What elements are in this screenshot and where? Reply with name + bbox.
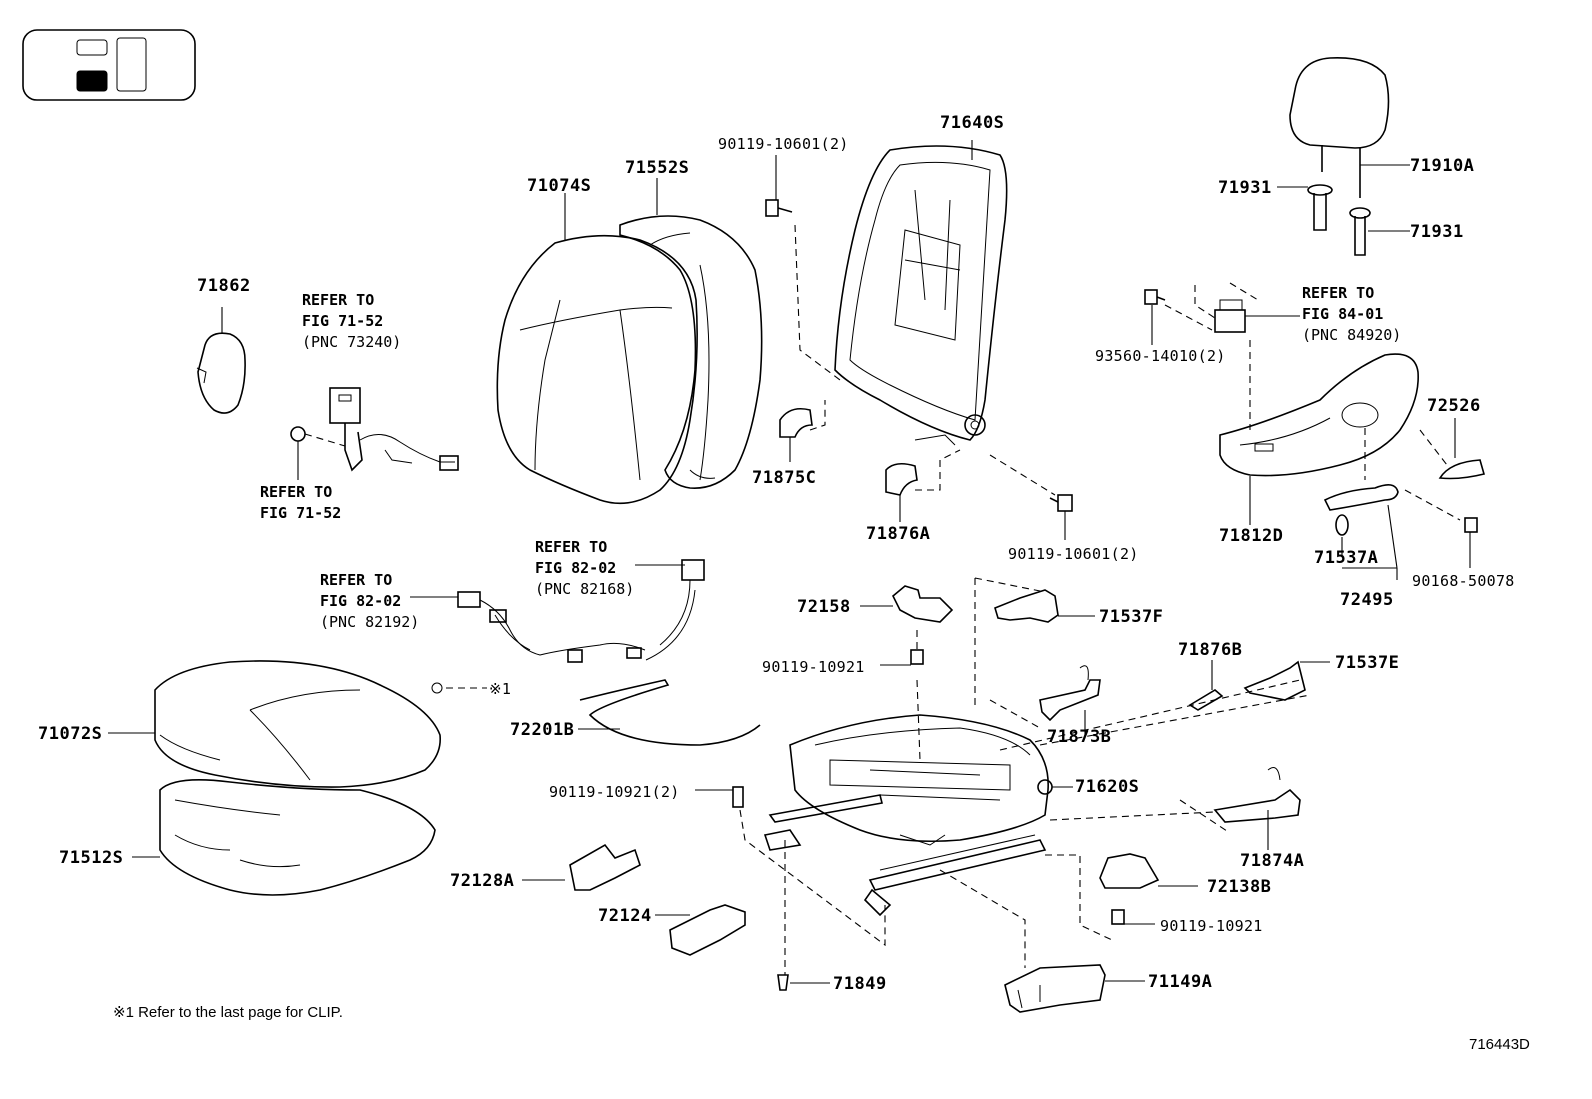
refer-line-3: (PNC 82192) [320, 613, 420, 631]
power-seat-switch-part [1144, 282, 1300, 430]
part-71640S-seatback-frame [834, 140, 1008, 446]
label-90119-10601-top: 90119-10601(2) [718, 135, 849, 153]
label-71072S: 71072S [38, 724, 103, 744]
refer-line-3: (PNC 73240) [302, 333, 402, 351]
label-71873B: 71873B [1047, 727, 1112, 747]
refer-line-1: REFER TO [535, 538, 608, 556]
label-90119-10601-mid: 90119-10601(2) [1008, 545, 1139, 563]
refer-line-3: (PNC 82168) [535, 580, 635, 598]
part-71874A-link [1049, 767, 1301, 850]
label-71931-a: 71931 [1218, 178, 1272, 198]
part-72128A-cover [522, 843, 641, 891]
part-71876B-71537E [999, 660, 1330, 751]
part-71931-headrest-guides [1277, 184, 1410, 256]
label-71149A: 71149A [1148, 972, 1213, 992]
part-72495-lever [1323, 484, 1478, 580]
label-90119-10921-2: 90119-10921(2) [549, 783, 680, 801]
label-71537A: 71537A [1314, 548, 1379, 568]
part-71876A-bracket [885, 449, 961, 522]
part-72526-knob [1419, 418, 1485, 480]
refer-line-2: FIG 84-01 [1302, 305, 1384, 323]
label-71874A: 71874A [1240, 851, 1305, 871]
part-71910A-headrest [1289, 57, 1410, 198]
part-72124-cover [655, 904, 746, 956]
label-72495: 72495 [1340, 590, 1394, 610]
part-71072S-cushion-cover [108, 660, 442, 788]
figure-id: 716443D [1469, 1036, 1530, 1053]
clip-footnote: ※1 Refer to the last page for CLIP. [113, 1004, 343, 1021]
part-71812D-side-shield [1219, 353, 1419, 525]
refer-line-1: REFER TO [320, 571, 393, 589]
refer-line-1: REFER TO [1302, 284, 1375, 302]
label-71074S: 71074S [527, 176, 592, 196]
label-71552S: 71552S [625, 158, 690, 178]
seat-belt-buckle-part [290, 387, 459, 480]
label-90119-10921-b: 90119-10921 [1160, 917, 1263, 935]
label-71537E: 71537E [1335, 653, 1400, 673]
refer-line-2: FIG 82-02 [320, 592, 402, 610]
refer-line-1: REFER TO [302, 291, 375, 309]
refer-line-3: (PNC 84920) [1302, 326, 1402, 344]
part-71552S-seatback-pad [619, 178, 763, 489]
label-72128A: 72128A [450, 871, 515, 891]
part-71512S-cushion-pad [132, 778, 436, 896]
refer-line-1: REFER TO [260, 483, 333, 501]
refer-to-harness-a: REFER TO FIG 82-02 (PNC 82192) [320, 570, 419, 633]
refer-line-2: FIG 82-02 [535, 559, 617, 577]
seat-rails-part [763, 794, 1047, 917]
label-71620S: 71620S [1075, 777, 1140, 797]
label-71910A: 71910A [1410, 156, 1475, 176]
label-71640S: 71640S [940, 113, 1005, 133]
label-71875C: 71875C [752, 468, 817, 488]
part-71074S-seatback-cover [496, 193, 698, 505]
refer-line-2: FIG 71-52 [302, 312, 384, 330]
label-71931-b: 71931 [1410, 222, 1464, 242]
label-72124: 72124 [598, 906, 652, 926]
label-72526: 72526 [1427, 396, 1481, 416]
part-90119-10601-bolt-top [765, 155, 841, 381]
label-72158: 72158 [797, 597, 851, 617]
seat-position-indicator-icon [22, 29, 196, 101]
label-clip-mark: ※1 [489, 680, 512, 698]
refer-to-harness-b: REFER TO FIG 82-02 (PNC 82168) [535, 537, 634, 600]
refer-to-switch: REFER TO FIG 84-01 (PNC 84920) [1302, 283, 1401, 346]
label-72201B: 72201B [510, 720, 575, 740]
part-71149A-cover [939, 869, 1145, 1013]
label-90119-10921-a: 90119-10921 [762, 658, 865, 676]
label-72138B: 72138B [1207, 877, 1272, 897]
label-71862: 71862 [197, 276, 251, 296]
label-71876B: 71876B [1178, 640, 1243, 660]
refer-to-seat-belt-lower: REFER TO FIG 71-52 [260, 482, 341, 524]
refer-line-2: FIG 71-52 [260, 504, 342, 522]
label-71849: 71849 [833, 974, 887, 994]
part-72201B-wire [578, 679, 761, 746]
part-71873B-link [989, 665, 1101, 735]
part-71875C-bracket [779, 400, 826, 462]
part-71620S-seat-frame [789, 714, 1073, 846]
label-90168-50078: 90168-50078 [1412, 572, 1515, 590]
part-71537F-bracket [974, 577, 1095, 710]
part-71862-cover [196, 307, 246, 414]
label-71812D: 71812D [1219, 526, 1284, 546]
label-71876A: 71876A [866, 524, 931, 544]
part-90119-10601-bolt-mid [989, 454, 1073, 540]
seat-wire-harness-part [410, 559, 705, 694]
part-72158-bracket [860, 585, 954, 761]
part-90119-10921-2-bolt [695, 786, 886, 975]
part-71849-clip [777, 974, 830, 991]
refer-to-seat-belt: REFER TO FIG 71-52 (PNC 73240) [302, 290, 401, 353]
label-71512S: 71512S [59, 848, 124, 868]
label-93560-14010: 93560-14010(2) [1095, 347, 1226, 365]
part-72138B-cover [1045, 853, 1198, 941]
label-71537F: 71537F [1099, 607, 1164, 627]
